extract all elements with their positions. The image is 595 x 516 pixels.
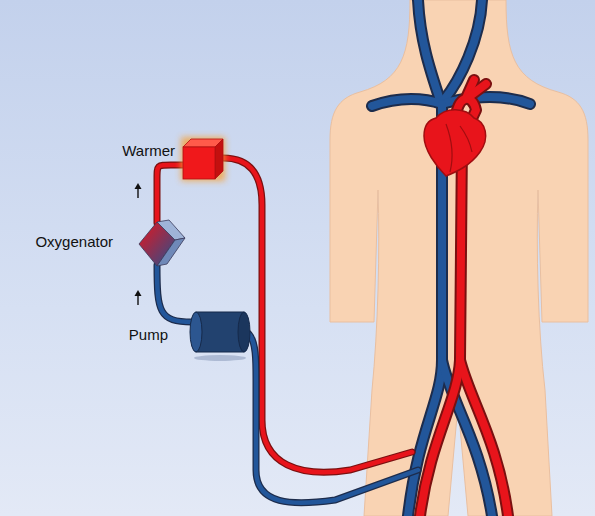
- tube-connector: [157, 265, 192, 322]
- tube-core: [157, 265, 192, 322]
- tube-connector: [157, 165, 184, 223]
- pump-node: Pump: [116, 306, 256, 356]
- tube-core: [157, 165, 184, 223]
- warmer-shape: [183, 139, 223, 179]
- body-outline: [330, 0, 588, 516]
- tube-outline: [157, 165, 184, 223]
- node-label: Warmer: [122, 142, 175, 160]
- cannula-tubes: [223, 158, 418, 503]
- heart: [424, 110, 486, 176]
- warmer-node: Warmer: [120, 134, 228, 186]
- node-label: Oxygenator: [35, 233, 113, 251]
- tube-outline: [157, 265, 192, 322]
- oxygenator-node: Oxygenator: [26, 216, 190, 270]
- oxygenator-shape: [135, 220, 185, 268]
- arteries: [420, 80, 508, 516]
- node-label: Pump: [129, 326, 168, 344]
- pump-shape: [190, 312, 250, 352]
- heart-detail: [446, 124, 472, 172]
- veins: [372, 0, 530, 516]
